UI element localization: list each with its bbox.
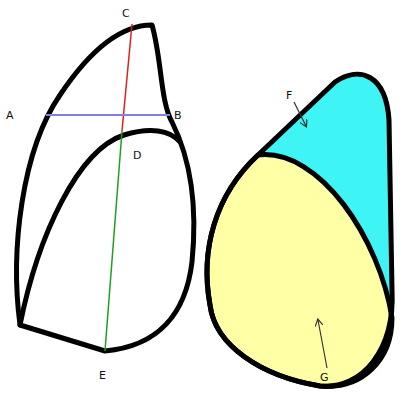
point-label: D	[133, 150, 141, 161]
cyan-region	[207, 74, 392, 386]
point-label: C	[122, 8, 130, 19]
blue-line	[46, 114, 170, 116]
left-outline	[17, 25, 194, 351]
region-label: G	[320, 372, 329, 383]
region-label: F	[286, 90, 292, 101]
point-label: A	[6, 110, 14, 121]
point-label: E	[99, 370, 106, 381]
leader-f	[294, 102, 306, 126]
leader-g	[318, 320, 327, 368]
inner-curve	[20, 131, 180, 325]
point-label: B	[174, 110, 182, 121]
green-line	[105, 131, 122, 351]
right-outline	[207, 74, 392, 386]
